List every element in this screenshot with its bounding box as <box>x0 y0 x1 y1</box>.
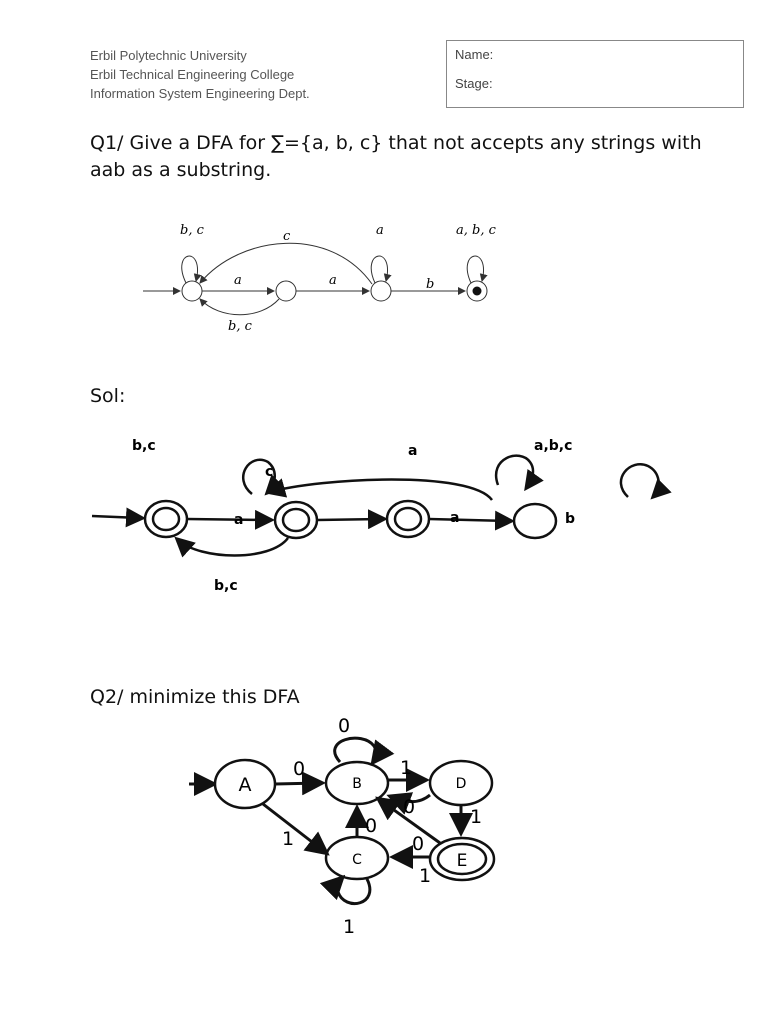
sol-loop-extra <box>619 463 672 500</box>
sol-label-final-b: b <box>565 511 575 527</box>
q2-edge-a-c <box>262 802 330 856</box>
sol-dfa-diagram: b,c c a a,b,c a a b b,c <box>91 438 672 594</box>
q2-label-b-d: 1 <box>400 757 412 779</box>
sol-loop-2 <box>242 458 286 496</box>
q2-question: Q2/ minimize this DFA <box>90 686 300 708</box>
q2-label-a-b: 0 <box>293 758 305 780</box>
sol-state-2 <box>273 500 319 540</box>
q2-label-b-loop: 0 <box>338 715 350 737</box>
q2-state-c <box>324 835 390 881</box>
q2-state-c-label: C <box>352 852 362 868</box>
q1-state-3 <box>370 280 392 302</box>
university-name: Erbil Polytechnic University <box>90 48 247 63</box>
q1-state-4-dot <box>472 286 482 296</box>
q2-loop-b <box>333 736 395 766</box>
q1-state-1 <box>181 280 203 302</box>
sol-loop-4 <box>494 454 544 492</box>
sol-state-2-inner <box>281 507 311 533</box>
q1-label-edge-1: a <box>234 273 242 288</box>
q2-label-a-c: 1 <box>282 828 294 850</box>
sol-edge-2-3 <box>316 509 388 530</box>
q2-edge-a-b <box>274 771 326 796</box>
q2-label-c-b: 0 <box>365 815 377 837</box>
q1-loop-3 <box>370 255 392 284</box>
sol-state-1 <box>143 499 189 539</box>
sol-state-3-inner <box>393 506 423 532</box>
q1-label-back-top: c <box>283 229 291 244</box>
q2-label-c-loop: 1 <box>343 916 355 938</box>
sol-label: Sol: <box>90 385 126 407</box>
q2-dfa-diagram: A B C D E 0 0 1 1 0 0 1 0 1 1 <box>189 715 496 938</box>
q1-loop-1 <box>181 255 202 284</box>
stage-label: Stage: <box>455 76 493 91</box>
sol-edge-1-2 <box>186 509 275 530</box>
sol-start-arrow <box>91 507 146 528</box>
q1-label-edge-3: b <box>426 277 434 292</box>
q2-state-e-inner <box>436 842 488 876</box>
q1-question-line2: aab as a substring. <box>90 159 272 181</box>
q2-label-e-b: 0 <box>412 833 424 855</box>
sol-back-top <box>265 478 494 501</box>
sol-label-loop-2: c <box>265 464 273 480</box>
sol-label-back-bottom: b,c <box>214 578 238 594</box>
q2-label-d-b: 0 <box>403 796 415 818</box>
q2-state-e-label: E <box>457 851 468 871</box>
sol-state-3 <box>385 499 431 539</box>
q2-state-d-label: D <box>456 776 467 792</box>
document-header: Erbil Polytechnic University Erbil Techn… <box>90 46 310 103</box>
q1-question-line1: Q1/ Give a DFA for ∑={a, b, c} that not … <box>90 132 702 154</box>
sol-edge-3-4 <box>428 510 515 531</box>
sol-back-bottom <box>174 536 289 558</box>
q1-label-loop-3: a <box>376 223 384 238</box>
college-name: Erbil Technical Engineering College <box>90 67 295 82</box>
sol-label-loop-4: a,b,c <box>534 438 572 454</box>
q2-label-d-e: 1 <box>470 806 482 828</box>
q2-label-e-c: 1 <box>419 865 431 887</box>
sol-state-1-inner <box>151 506 181 532</box>
student-info-box: Name: Stage: <box>446 40 744 108</box>
q2-edge-e-b <box>375 796 441 845</box>
q1-back-bottom <box>199 298 280 316</box>
sol-state-4 <box>512 502 558 540</box>
q2-loop-c <box>319 874 372 906</box>
q1-question: Q1/ Give a DFA for ∑={a, b, c} that not … <box>90 130 702 184</box>
q2-state-a-label: A <box>239 774 252 796</box>
q1-back-top <box>199 242 373 285</box>
q1-dfa-diagram: b, c c a a, b, c a a b b, c <box>143 223 497 334</box>
sol-label-edge-3: a <box>450 510 459 526</box>
sol-label-edge-1: a <box>234 512 243 528</box>
name-label: Name: <box>455 47 494 62</box>
q1-label-edge-2: a <box>329 273 337 288</box>
q1-loop-4 <box>466 255 488 284</box>
q1-label-loop-1: b, c <box>180 223 205 238</box>
sol-label-back-top: a <box>408 443 417 459</box>
q1-label-loop-4: a, b, c <box>456 223 497 238</box>
q1-label-back-bottom: b, c <box>228 319 253 334</box>
department-name: Information System Engineering Dept. <box>90 86 310 101</box>
q1-state-2 <box>275 280 297 302</box>
sol-label-loop-1: b,c <box>132 438 156 454</box>
q2-state-b-label: B <box>352 776 362 792</box>
